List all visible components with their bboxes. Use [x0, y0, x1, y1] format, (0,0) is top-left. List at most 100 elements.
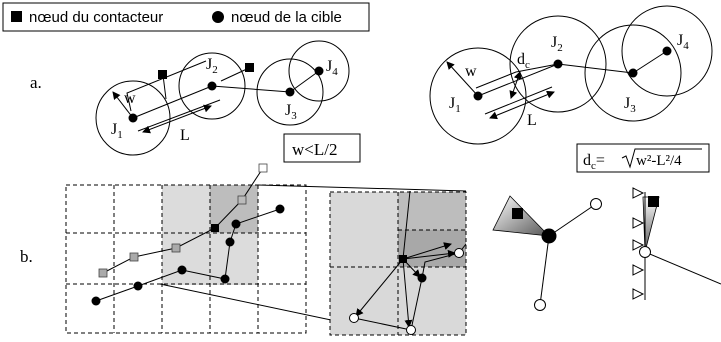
dc-label: dc — [517, 51, 530, 71]
part-b-zoom — [329, 190, 467, 336]
condition-text: w<L/2 — [292, 140, 337, 159]
zone-rectangle — [126, 60, 207, 112]
grid-border — [65, 184, 307, 334]
zoom-link — [402, 190, 411, 260]
contactor-chain — [102, 167, 264, 274]
zoom-arrow — [402, 258, 413, 328]
zone-rect-side — [137, 99, 221, 132]
zone-circle-j4 — [621, 5, 713, 97]
condition-box — [283, 133, 361, 163]
zoom-arrow — [402, 249, 456, 260]
joint-label-j1: J1 — [449, 95, 461, 115]
contact-node — [245, 63, 254, 72]
link-j2-j3 — [557, 63, 634, 74]
L-arrow — [142, 104, 212, 134]
contact-node-legend-icon — [11, 11, 22, 22]
joint-j1 — [473, 91, 483, 101]
wall-triangle — [632, 264, 645, 276]
target-node — [231, 219, 241, 229]
zone-circle-j3 — [584, 24, 682, 122]
contactor-node — [129, 252, 139, 262]
joint-label-j2: J2 — [206, 56, 218, 76]
edge-case — [632, 187, 721, 300]
target-node — [225, 237, 235, 247]
vertex-case — [492, 195, 602, 311]
vertex-edge — [548, 203, 597, 237]
part-a-label: a. — [30, 73, 42, 92]
target-node-legend-label: nœud de la cible — [231, 9, 342, 26]
contact-node — [211, 224, 219, 232]
joint-j3 — [285, 87, 295, 97]
w-arrow — [112, 91, 134, 119]
joint-label-j2: J2 — [551, 34, 563, 54]
legend: nœud du contacteur nœud de la cible — [2, 2, 370, 32]
target-node-open — [454, 248, 464, 258]
zone-circle-j3 — [256, 58, 324, 126]
sqrt-sign — [621, 148, 702, 169]
dc-arrow — [509, 71, 522, 99]
part-a-right-diagram: w L dc J1 J2 J3 J4 — [429, 5, 713, 145]
contactor-node — [237, 195, 247, 205]
w-arrow — [446, 61, 479, 97]
target-node-open — [406, 325, 416, 335]
zoom-arrow — [402, 242, 452, 260]
zone-circle-j4 — [288, 40, 350, 102]
link-j3-j4 — [289, 70, 320, 93]
target-node-open — [639, 246, 651, 258]
target-node-open — [349, 313, 359, 323]
contactor-node — [98, 268, 108, 278]
link-j1-j2 — [132, 85, 213, 119]
joint-label-j3: J3 — [285, 102, 297, 122]
wall-triangle — [632, 187, 645, 199]
L-label: L — [527, 112, 537, 129]
target-node — [417, 273, 427, 283]
contactor-node — [171, 243, 181, 253]
wall-triangle — [632, 288, 645, 300]
wall-triangle — [632, 217, 645, 229]
zoom-connector — [257, 184, 467, 192]
target-node — [220, 274, 230, 284]
link-contact-2 — [220, 67, 250, 82]
target-node-open — [534, 299, 546, 311]
joint-j1 — [128, 113, 138, 123]
joint-j4 — [314, 66, 324, 76]
joint-label-j4: J4 — [677, 32, 689, 52]
contact-node — [158, 70, 167, 79]
target-node-legend-icon — [212, 11, 224, 23]
joint-j2 — [207, 81, 217, 91]
part-b-grid — [65, 163, 467, 334]
joint-label-j4: J4 — [326, 58, 338, 78]
part-a-left-diagram: w L J1 J2 J3 J4 — [95, 40, 350, 156]
joint-label-j3: J3 — [624, 95, 636, 115]
wall-triangle — [632, 239, 645, 251]
legend-box — [2, 2, 370, 32]
contact-node — [648, 196, 659, 207]
link-j2-j3 — [211, 85, 291, 93]
target-node — [177, 265, 187, 275]
target-node — [541, 228, 557, 244]
joint-j4 — [662, 46, 672, 56]
formula-text: dc= — [583, 152, 605, 172]
L-label: L — [180, 127, 190, 144]
target-node — [91, 296, 101, 306]
zone-circle-j2 — [178, 52, 246, 120]
part-b-label: b. — [20, 247, 33, 266]
link-j3-j4 — [632, 50, 668, 74]
zoom-arrow — [355, 258, 404, 317]
zoom-shade-dark — [398, 230, 466, 267]
L-arrow — [489, 90, 555, 120]
zoom-connector — [159, 283, 351, 325]
contactor-node — [258, 163, 268, 173]
joint-j2 — [553, 59, 563, 69]
zone-circle-j2 — [509, 15, 607, 113]
w-label: w — [465, 63, 477, 80]
contact-node-legend-label: nœud du contacteur — [29, 9, 163, 26]
contact-node — [512, 208, 523, 219]
formula-root-body: w²-L²/4 — [636, 153, 682, 169]
w-label: w — [124, 90, 136, 107]
joint-j3 — [628, 68, 638, 78]
joint-label-j1: J1 — [111, 121, 123, 141]
vertex-edge — [539, 235, 550, 306]
target-node — [275, 204, 285, 214]
target-node-open — [590, 198, 602, 210]
